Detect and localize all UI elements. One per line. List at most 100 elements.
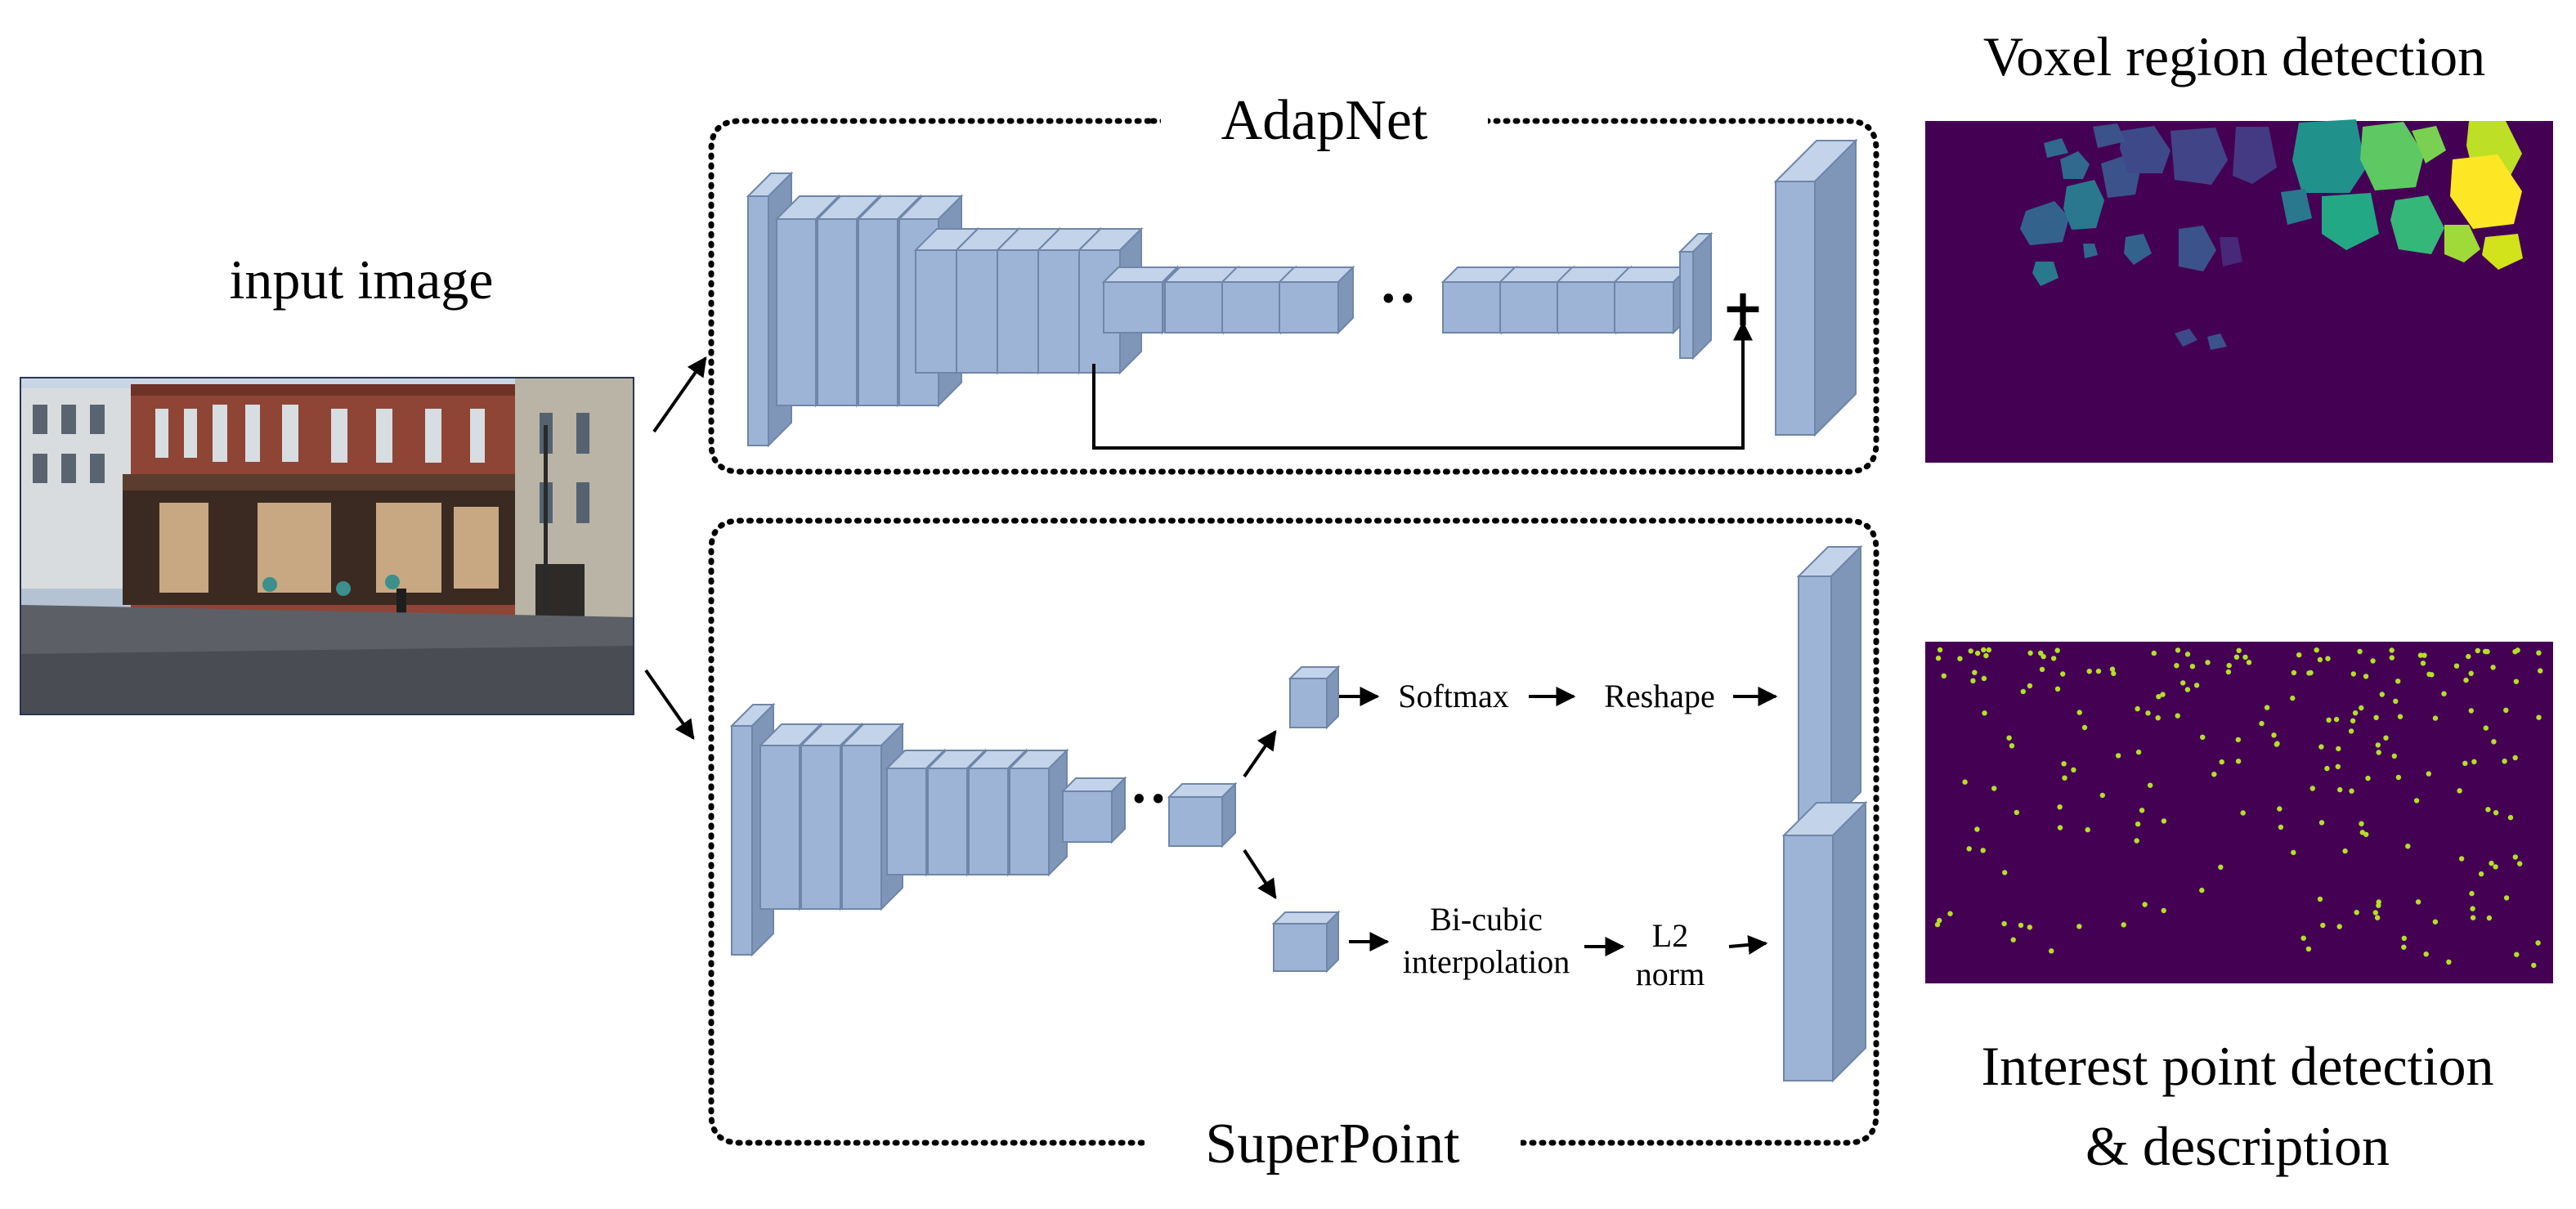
keypoint [1986, 647, 1991, 653]
keypoint [2147, 782, 2153, 788]
keypoint [2326, 717, 2332, 723]
keypoint [2536, 650, 2542, 656]
adapnet-output-layer [1773, 138, 1858, 437]
keypoint [2211, 772, 2217, 777]
softmax-label: Softmax [1398, 678, 1509, 714]
keypoint [2027, 683, 2033, 689]
keypoint [1974, 826, 1980, 832]
keypoint [2039, 666, 2045, 673]
keypoint [2531, 962, 2537, 969]
keypoint [2466, 653, 2471, 660]
superpoint-descriptor-conv [1271, 910, 1341, 974]
keypoint [2233, 654, 2240, 660]
keypoint [2349, 788, 2354, 794]
keypoint [2432, 919, 2439, 925]
keypoint [2453, 663, 2460, 669]
keypoint [1981, 675, 1987, 682]
keypoint [2432, 715, 2439, 721]
keypoint [2050, 656, 2057, 661]
keypoint [2336, 924, 2342, 929]
keypoint [2115, 753, 2121, 759]
keypoint [2374, 915, 2381, 920]
keypoint [2180, 680, 2186, 686]
keypoint [1991, 786, 1997, 791]
keypoint [2491, 739, 2497, 745]
keypoint [2458, 856, 2465, 862]
keypoint [2020, 688, 2026, 695]
keypoint [2193, 683, 2200, 688]
keypoint [2027, 650, 2033, 656]
keypoint [2235, 737, 2241, 743]
keypoint [2134, 838, 2139, 844]
keypoint [2536, 714, 2542, 720]
voxel-region-map [1925, 119, 2553, 463]
keypoint [2365, 775, 2371, 781]
superpoint-block-c [1060, 776, 1127, 844]
keypoint [2309, 786, 2315, 791]
keypoint [2014, 809, 2019, 816]
keypoint [2485, 807, 2491, 813]
keypoint [2413, 798, 2420, 804]
keypoint [2318, 820, 2325, 826]
keypoint [1970, 678, 1976, 683]
adapnet-skip-connection [1092, 320, 1753, 450]
keypoint [2376, 750, 2381, 755]
keypoint [2189, 664, 2196, 669]
keypoint [2277, 806, 2283, 812]
keypoint [2490, 665, 2496, 670]
keypoint [2095, 668, 2102, 674]
keypoint [2320, 922, 2326, 929]
keypoint [2184, 687, 2191, 692]
keypoint [2145, 710, 2151, 716]
keypoint [2468, 708, 2474, 714]
keypoint [2246, 660, 2252, 665]
reshape-label: Reshape [1604, 678, 1715, 714]
keypoint [2175, 713, 2180, 719]
keypoint [2060, 671, 2066, 677]
adapnet-block-c3 [1277, 265, 1355, 335]
keypoint [2535, 940, 2541, 946]
keypoint [2135, 749, 2142, 755]
keypoint [2426, 771, 2431, 777]
keypoint [2156, 694, 2162, 700]
keypoint [2337, 786, 2343, 793]
keypoint [2389, 655, 2395, 660]
keypoint [1935, 656, 1942, 661]
keypoint [2054, 686, 2061, 692]
keypoint [2463, 677, 2469, 683]
keypoint-markers [1934, 647, 2543, 969]
keypoint [2397, 714, 2404, 719]
keypoint [2373, 714, 2379, 720]
keypoint [2175, 647, 2181, 653]
keypoint [2062, 775, 2068, 781]
keypoint [2200, 734, 2206, 740]
keypoint [2389, 647, 2395, 653]
keypoint [2314, 647, 2319, 653]
keypoint [2278, 824, 2284, 831]
bicubic-label-line2: interpolation [1403, 943, 1570, 980]
adapnet-block-d3 [1612, 265, 1691, 335]
keypoint [2470, 915, 2476, 920]
keypoint [1937, 647, 1943, 653]
keypoint [2142, 902, 2148, 907]
keypoint [1974, 650, 1981, 656]
keypoint [2507, 814, 2514, 821]
plus-icon: + [1722, 278, 1764, 338]
keypoint [2324, 765, 2330, 772]
keypoint [2512, 755, 2518, 761]
keypoint [1934, 921, 1941, 928]
keypoint [2471, 759, 2477, 764]
keypoint [2514, 952, 2520, 957]
input-image-label: input image [230, 249, 494, 311]
keypoint [2483, 725, 2489, 731]
keypoint [2155, 715, 2161, 721]
keypoint [2335, 763, 2341, 769]
keypoint [2421, 652, 2427, 658]
adapnet-encoder-blocks [746, 138, 1858, 448]
keypoint [2354, 910, 2359, 916]
keypoint [2264, 705, 2270, 710]
keypoint [2010, 937, 2016, 943]
keypoint [2225, 669, 2232, 675]
keypoint [1982, 710, 1987, 716]
